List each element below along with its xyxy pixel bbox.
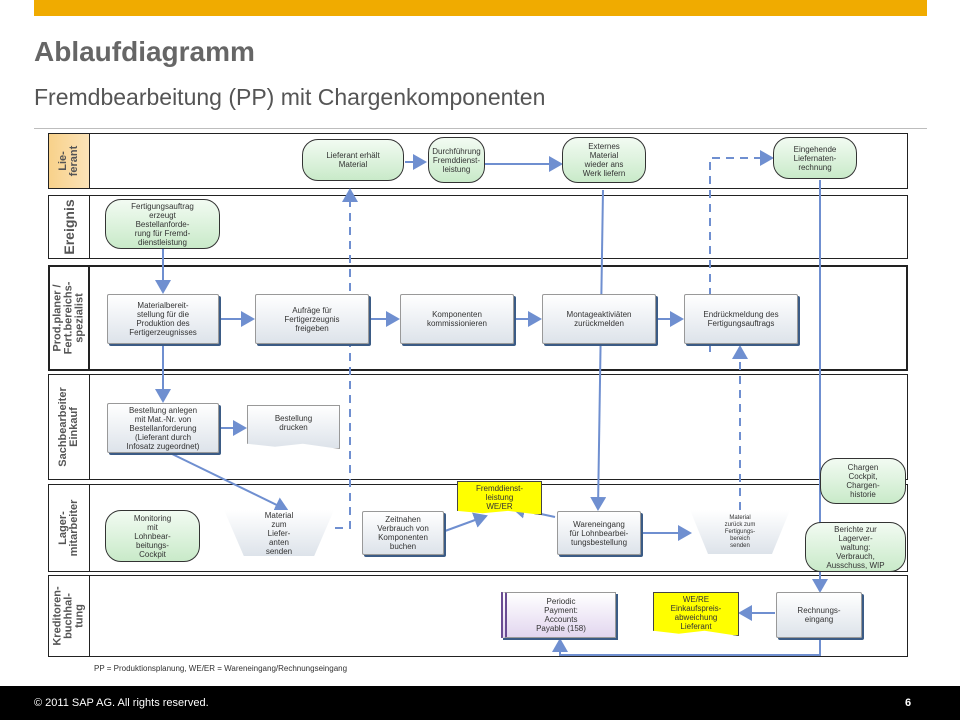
arrow-zeitnah-to-fremddienst [444,512,488,532]
task-rechnungseingang: Rechnungs- eingang [776,592,862,638]
title-divider [34,128,927,129]
arrow-extern-to-wareneingang [590,189,607,511]
doc-fremddienstleistung-weer: Fremddienst- leistung WE/ER [457,481,542,515]
task-wareneingang-lohnbearbeitung: Wareneingang für Lohnbearbei- tungsbeste… [557,511,641,555]
task-zeitnahen-verbrauch-buchen: Zeitnahen Verbrauch von Komponenten buch… [362,511,444,555]
task-periodic-payment: Periodic Payment: Accounts Payable (158) [501,592,616,638]
event-eingehende-rechnung: Eingehende Liefernaten- rechnung [773,137,857,179]
page-subtitle: Fremdbearbeitung (PP) mit Chargenkompone… [34,84,546,110]
lane-label-lieferant: Lie- ferant [48,133,90,189]
footnote: PP = Produktionsplanung, WE/ER = Warenei… [94,664,348,673]
dashed-material-senden-to-lieferant [335,188,358,529]
doc-weer-abweichung: WE/RE Einkaufspreis- abweichung Lieferan… [653,592,739,636]
task-montageaktivitaeten-zurueckmelden: Montageaktiviäten zurückmelden [542,294,656,344]
task-komponenten-kommissionieren: Komponenten kommissionieren [400,294,514,344]
event-externes-material-liefern: Externes Material wieder ans Werk liefer… [562,137,646,183]
arrow-rechnungseingang-to-payment [552,638,821,656]
doc-bestellung-drucken: Bestellung drucken [247,405,340,449]
copyright-text: © 2011 SAP AG. All rights reserved. [34,697,209,709]
brand-accent-bar [34,0,927,16]
trap-material-zum-lieferanten: Material zum Liefer- anten senden [224,510,334,556]
task-endrueckmeldung: Endrückmeldung des Fertigungsauftrags [684,294,798,344]
arrow-bestellung-to-material-senden [169,452,289,512]
event-durchfuehrung-fremddienstleistung: Durchführung Fremddienst- leistung [428,137,485,183]
lane-label-ereignis: Ereignis [48,195,90,259]
lane-label-kreditoren: Kreditoren- buchhal- tung [48,575,90,657]
lane-label-prodplaner: Prod.planer / Fert.bereichs- spezialist [48,265,90,371]
event-monitoring-cockpit: Monitoring mit Lohnbear- beitungs- Cockp… [105,510,200,562]
task-auftraege-freigeben: Aufräge für Fertigerzeugnis freigeben [255,294,369,344]
lane-kreditoren [48,575,908,657]
lane-label-lager: Lager- mitarbeiter [48,484,90,572]
task-bestellung-anlegen: Bestellung anlegen mit Mat.-Nr. von Best… [107,403,219,453]
footer-bar [0,686,960,720]
page-title: Ablaufdiagramm [34,36,255,67]
page-number: 6 [905,697,912,709]
event-chargen-cockpit: Chargen Cockpit, Chargen- historie [820,458,906,504]
event-berichte-lagerverwaltung: Berichte zur Lagerver- waltung: Verbrauc… [805,522,906,572]
event-fertigungsauftrag-erzeugt: Fertigungsauftrag erzeugt Bestellanforde… [105,199,220,249]
event-lieferant-erhaelt-material: Lieferant erhält Material [302,139,404,181]
trap-material-zurueck: Material zurück zum Fertigungs- bereich … [690,510,790,554]
lane-label-sachbearbeiter: Sachbearbeiter Einkauf [48,374,90,480]
task-materialbereitstellung: Materialbereit- stellung für die Produkt… [107,294,219,344]
